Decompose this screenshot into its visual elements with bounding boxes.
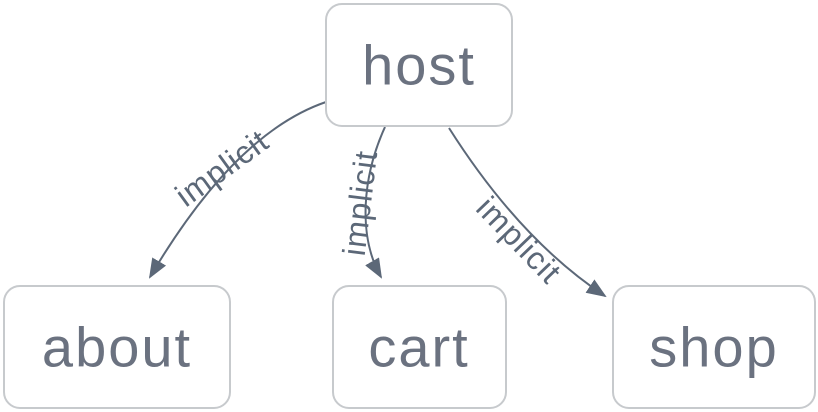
node-shop[interactable]: shop — [612, 285, 816, 409]
edge-host-about — [148, 101, 327, 279]
node-cart[interactable]: cart — [332, 285, 507, 409]
node-about-box[interactable] — [3, 285, 231, 409]
node-shop-label: shop — [649, 316, 778, 379]
edges-layer — [148, 101, 607, 298]
node-host[interactable]: host — [325, 3, 513, 127]
node-about-label: about — [42, 316, 192, 379]
node-cart-label: cart — [368, 316, 469, 379]
edge-label-host-cart: implicit — [336, 148, 385, 257]
edge-host-shop — [448, 127, 607, 298]
edge-label-host-about: implicit — [169, 122, 276, 213]
node-about[interactable]: about — [3, 285, 231, 409]
edge-labels-layer: implicit implicit implicit — [169, 122, 569, 290]
edge-label-host-shop: implicit — [469, 189, 568, 290]
node-shop-box[interactable] — [612, 285, 816, 409]
node-cart-box[interactable] — [332, 285, 507, 409]
node-host-label: host — [362, 34, 476, 97]
node-host-box[interactable] — [325, 3, 513, 127]
nodes-layer: host about cart shop — [3, 3, 816, 409]
edge-host-cart — [364, 126, 386, 279]
